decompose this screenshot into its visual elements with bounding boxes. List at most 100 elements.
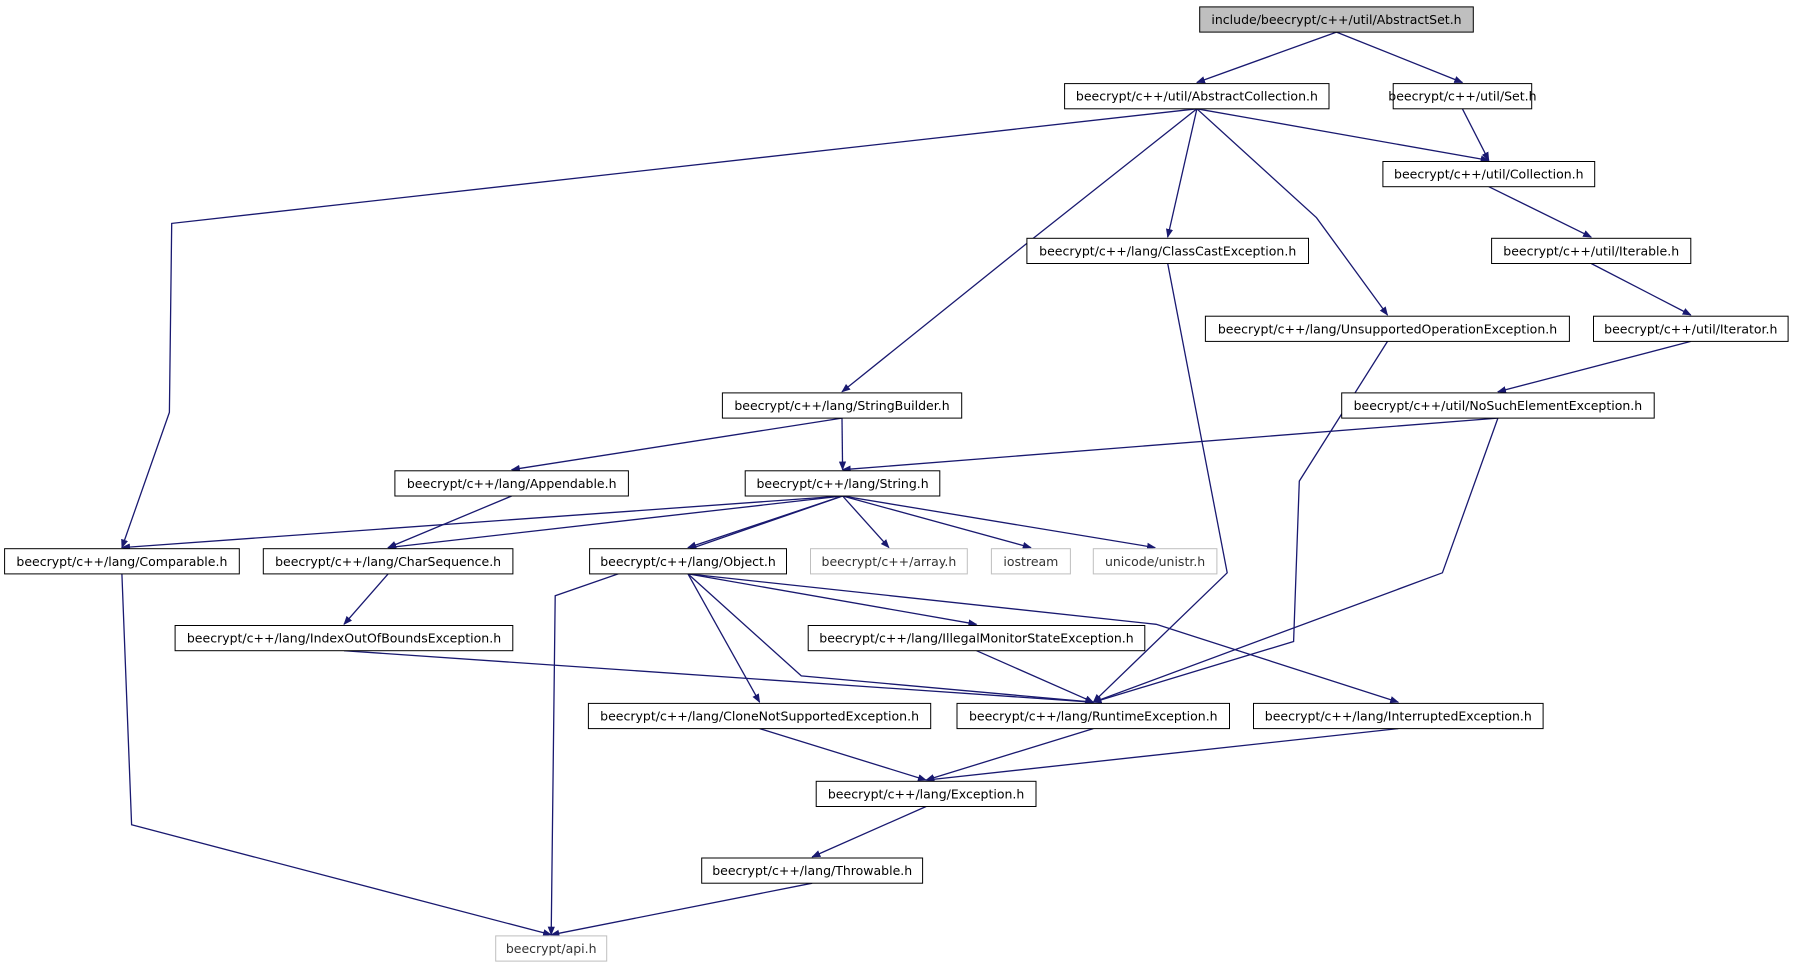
node-abstractcollection[interactable]: beecrypt/c++/util/AbstractCollection.h (1064, 83, 1330, 110)
edge-classcast-to-runtime (1092, 263, 1228, 703)
node-throwable[interactable]: beecrypt/c++/lang/Throwable.h (701, 857, 924, 884)
node-label: beecrypt/c++/lang/UnsupportedOperationEx… (1218, 321, 1557, 336)
node-exception[interactable]: beecrypt/c++/lang/Exception.h (815, 780, 1037, 807)
node-label: beecrypt/c++/util/Iterator.h (1604, 321, 1777, 336)
edge-arrow (976, 650, 1095, 703)
node-label: beecrypt/c++/lang/StringBuilder.h (734, 398, 949, 413)
edge-abstractcollection-to-unsupported (1196, 108, 1389, 316)
node-box (589, 548, 787, 575)
node-stringbuilder[interactable]: beecrypt/c++/lang/StringBuilder.h (721, 392, 963, 419)
edge-string-to-comparable (121, 495, 843, 551)
edge-clonenotsupported-to-exception (759, 727, 927, 782)
edge-set-to-collection (1461, 108, 1490, 162)
node-box (1064, 83, 1330, 110)
edge-abstractcollection-to-classcast (1165, 108, 1198, 238)
edge-string-to-iostream (842, 495, 1032, 549)
node-label: beecrypt/c++/util/Collection.h (1394, 167, 1584, 182)
node-box (262, 548, 514, 575)
edge-arrow (1196, 108, 1389, 316)
edge-arrow (387, 495, 843, 551)
node-string[interactable]: beecrypt/c++/lang/String.h (744, 470, 941, 497)
node-box (587, 702, 932, 730)
node-charsequence[interactable]: beecrypt/c++/lang/CharSequence.h (262, 548, 514, 575)
node-label: beecrypt/c++/util/NoSuchElementException… (1354, 398, 1643, 413)
node-iostream: iostream (990, 548, 1071, 575)
node-box (744, 470, 941, 497)
node-collection[interactable]: beecrypt/c++/util/Collection.h (1382, 161, 1596, 188)
edge-object-to-interrupted (687, 573, 1400, 704)
edge-arrow (1165, 108, 1198, 238)
edge-abstractset-to-set (1336, 31, 1464, 84)
edge-arrow (1336, 31, 1464, 84)
node-box (807, 625, 1146, 652)
node-array: beecrypt/c++/array.h (810, 548, 968, 575)
node-box (174, 625, 514, 652)
edge-arrow (343, 650, 1095, 706)
node-api: beecrypt/api.h (495, 935, 608, 962)
node-indexoutofbounds[interactable]: beecrypt/c++/lang/IndexOutOfBoundsExcept… (174, 625, 514, 652)
node-runtime[interactable]: beecrypt/c++/lang/RuntimeException.h (956, 702, 1230, 730)
edge-comparable-to-api (121, 573, 553, 937)
edge-iterable-to-iterator (1590, 262, 1692, 316)
edge-arrow (842, 495, 1032, 549)
edge-arrow (1196, 108, 1490, 163)
node-box (990, 548, 1071, 575)
edge-stringbuilder-to-appendable (510, 417, 843, 473)
node-box (1593, 315, 1789, 342)
edge-object-to-clonenotsupported (687, 573, 761, 703)
node-interrupted[interactable]: beecrypt/c++/lang/InterruptedException.h (1253, 702, 1544, 730)
edge-runtime-to-exception (925, 727, 1094, 782)
edge-abstractset-to-abstractcollection (1196, 31, 1337, 84)
edge-nosuchelement-to-string (841, 417, 1498, 473)
edge-illegalmonitor-to-runtime (976, 650, 1095, 703)
node-box (1341, 392, 1655, 419)
edge-arrow (838, 418, 847, 471)
node-label: beecrypt/c++/lang/Appendable.h (407, 476, 617, 491)
node-illegalmonitor[interactable]: beecrypt/c++/lang/IllegalMonitorStateExc… (807, 625, 1146, 652)
node-object[interactable]: beecrypt/c++/lang/Object.h (589, 548, 787, 575)
node-box (815, 780, 1037, 807)
node-nosuchelement[interactable]: beecrypt/c++/util/NoSuchElementException… (1341, 392, 1655, 419)
edge-interrupted-to-exception (925, 727, 1399, 783)
node-box (956, 702, 1230, 730)
node-iterator[interactable]: beecrypt/c++/util/Iterator.h (1593, 315, 1789, 342)
node-label: beecrypt/c++/lang/InterruptedException.h (1265, 709, 1532, 724)
node-label: beecrypt/c++/lang/Object.h (600, 554, 776, 569)
node-label: beecrypt/c++/lang/Exception.h (828, 786, 1024, 801)
node-label: beecrypt/c++/util/Iterable.h (1503, 243, 1679, 258)
node-appendable[interactable]: beecrypt/c++/lang/Appendable.h (394, 470, 629, 497)
edge-string-to-unistr (842, 495, 1156, 550)
edge-stringbuilder-to-string (838, 418, 847, 471)
node-box (394, 470, 629, 497)
node-iterable[interactable]: beecrypt/c++/util/Iterable.h (1491, 237, 1692, 265)
node-label: beecrypt/c++/util/Set.h (1388, 89, 1536, 104)
edge-arrow (687, 573, 978, 627)
node-label: unicode/unistr.h (1105, 554, 1205, 569)
edge-throwable-to-api (550, 882, 813, 937)
node-classcast[interactable]: beecrypt/c++/lang/ClassCastException.h (1026, 237, 1310, 265)
edge-arrow (925, 727, 1399, 783)
node-box (810, 548, 968, 575)
node-label: beecrypt/c++/lang/RuntimeException.h (969, 709, 1218, 724)
node-clonenotsupported[interactable]: beecrypt/c++/lang/CloneNotSupportedExcep… (587, 702, 932, 730)
edge-arrow (687, 573, 761, 703)
node-label: iostream (1003, 554, 1058, 569)
edge-arrow (1092, 263, 1228, 703)
edge-arrow (841, 417, 1498, 473)
node-set[interactable]: beecrypt/c++/util/Set.h (1388, 83, 1537, 110)
node-comparable[interactable]: beecrypt/c++/lang/Comparable.h (4, 548, 240, 575)
node-unsupported[interactable]: beecrypt/c++/lang/UnsupportedOperationEx… (1204, 315, 1570, 342)
edge-collection-to-iterable (1488, 186, 1593, 238)
edge-arrow (1590, 262, 1692, 316)
node-box (1392, 83, 1533, 110)
node-box (1092, 548, 1218, 575)
node-box (701, 857, 924, 884)
node-label: beecrypt/c++/lang/ClassCastException.h (1039, 243, 1296, 258)
node-abstractset[interactable]: include/beecrypt/c++/util/AbstractSet.h (1199, 6, 1474, 33)
edge-abstractcollection-to-collection (1196, 108, 1490, 163)
node-label: beecrypt/c++/lang/IndexOutOfBoundsExcept… (187, 631, 501, 646)
node-label: beecrypt/c++/util/AbstractCollection.h (1076, 89, 1318, 104)
edge-arrow (842, 495, 1156, 550)
edge-arrow (343, 573, 389, 625)
